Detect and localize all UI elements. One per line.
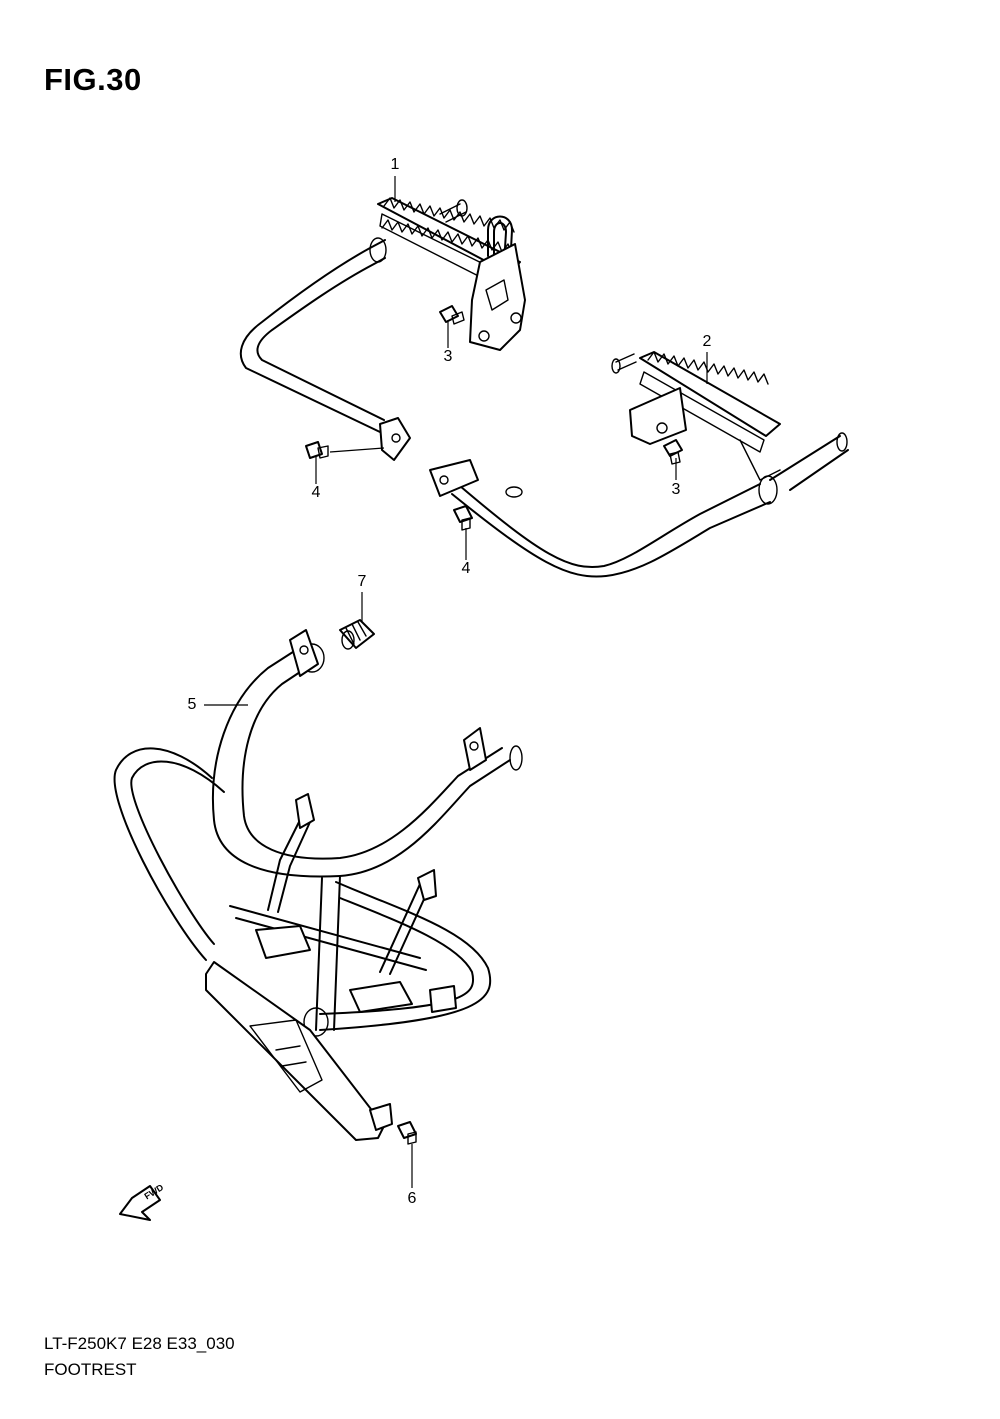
callout-7: 7 <box>357 573 367 590</box>
callout-6: 6 <box>407 1190 417 1207</box>
bolt-4-lower <box>453 505 473 531</box>
model-code-label: LT-F250K7 E28 E33_030 <box>44 1334 235 1353</box>
callout-3-right: 3 <box>671 481 681 498</box>
callout-4-lower: 4 <box>461 560 471 577</box>
bolt-6 <box>397 1121 417 1145</box>
bolt-3-right <box>663 439 683 465</box>
figure-title: FIG.30 <box>44 62 142 97</box>
callout-5: 5 <box>187 696 197 713</box>
callout-2: 2 <box>702 333 712 350</box>
leader-lines <box>204 176 708 1188</box>
footrest-right-part <box>429 351 849 578</box>
forward-direction-badge: FWD <box>119 1182 166 1221</box>
callout-3-upper: 3 <box>443 348 453 365</box>
section-name-label: FOOTREST <box>44 1360 137 1379</box>
bolt-4-left <box>305 441 329 459</box>
front-guard-part <box>113 629 523 1141</box>
callout-1: 1 <box>390 156 400 173</box>
bolt-3-upper <box>439 305 465 325</box>
grommet-part <box>339 619 375 650</box>
callout-4-left: 4 <box>311 484 321 501</box>
footrest-left-part <box>239 197 526 461</box>
